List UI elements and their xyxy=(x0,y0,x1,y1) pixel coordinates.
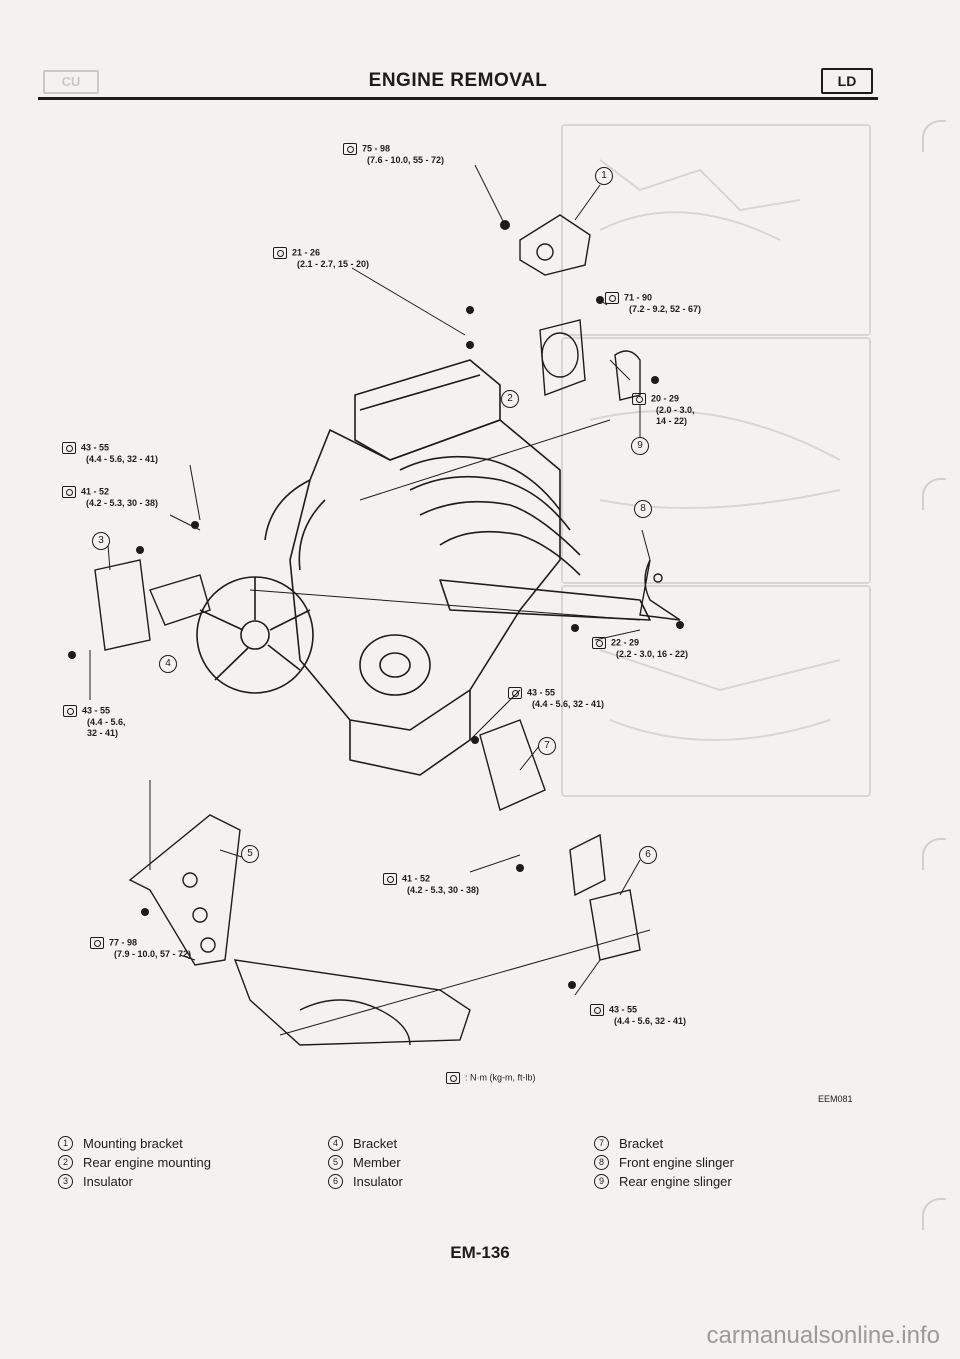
engine-body xyxy=(196,359,651,776)
page-title: ENGINE REMOVAL xyxy=(368,70,548,91)
part-callout: 6 xyxy=(639,846,657,864)
torque-unit-note: : N·m (kg-m, ft-lb) xyxy=(446,1072,536,1084)
torque-wrench-icon xyxy=(590,1004,604,1016)
torque-wrench-icon xyxy=(605,292,619,304)
torque-wrench-icon xyxy=(63,705,77,717)
part-callout: 2 xyxy=(501,390,519,408)
binder-hole-mark xyxy=(922,478,946,510)
torque-spec: 21 - 26(2.1 - 2.7, 15 - 20) xyxy=(273,247,369,270)
torque-spec: 71 - 90(7.2 - 9.2, 52 - 67) xyxy=(605,292,701,315)
torque-spec: 43 - 55(4.4 - 5.6, 32 - 41) xyxy=(63,705,126,739)
section-badge-left: CU xyxy=(43,70,99,94)
torque-wrench-icon xyxy=(62,442,76,454)
bolts xyxy=(68,220,684,989)
torque-spec: 43 - 55(4.4 - 5.6, 32 - 41) xyxy=(62,442,158,465)
torque-wrench-icon xyxy=(592,637,606,649)
page-header: CU ENGINE REMOVAL LD xyxy=(38,60,878,100)
mounting-parts xyxy=(94,214,681,1046)
torque-wrench-icon xyxy=(343,143,357,155)
part-callout: 1 xyxy=(595,167,613,185)
torque-spec: 22 - 29(2.2 - 3.0, 16 - 22) xyxy=(592,637,688,660)
torque-spec: 41 - 52(4.2 - 5.3, 30 - 38) xyxy=(383,873,479,896)
section-badge-right: LD xyxy=(821,68,873,94)
torque-wrench-icon xyxy=(632,393,646,405)
part-callout: 3 xyxy=(92,532,110,550)
leader-lines xyxy=(89,164,651,1036)
torque-spec: 41 - 52(4.2 - 5.3, 30 - 38) xyxy=(62,486,158,509)
binder-hole-mark xyxy=(922,120,946,152)
part-callout: 7 xyxy=(538,737,556,755)
binder-hole-mark xyxy=(922,1198,946,1230)
binder-hole-mark xyxy=(922,838,946,870)
torque-wrench-icon xyxy=(508,687,522,699)
torque-wrench-icon xyxy=(273,247,287,259)
torque-wrench-icon xyxy=(90,937,104,949)
faint-background-figures xyxy=(561,124,871,797)
part-callout: 8 xyxy=(634,500,652,518)
header-rule xyxy=(38,97,878,100)
page-number: EM-136 xyxy=(450,1243,510,1262)
torque-spec: 43 - 55(4.4 - 5.6, 32 - 41) xyxy=(590,1004,686,1027)
torque-spec: 75 - 98(7.6 - 10.0, 55 - 72) xyxy=(343,143,444,166)
watermark: carmanualsonline.info xyxy=(706,1322,940,1349)
torque-spec: 77 - 98(7.9 - 10.0, 57 - 72) xyxy=(90,937,191,960)
torque-wrench-icon xyxy=(383,873,397,885)
part-callout: 4 xyxy=(159,655,177,673)
part-callout: 9 xyxy=(631,437,649,455)
diagram-code: EEM081 xyxy=(818,1094,853,1104)
torque-wrench-icon xyxy=(446,1072,460,1084)
torque-wrench-icon xyxy=(62,486,76,498)
torque-spec: 43 - 55(4.4 - 5.6, 32 - 41) xyxy=(508,687,604,710)
torque-spec: 20 - 29(2.0 - 3.0, 14 - 22) xyxy=(632,393,695,427)
part-callout: 5 xyxy=(241,845,259,863)
